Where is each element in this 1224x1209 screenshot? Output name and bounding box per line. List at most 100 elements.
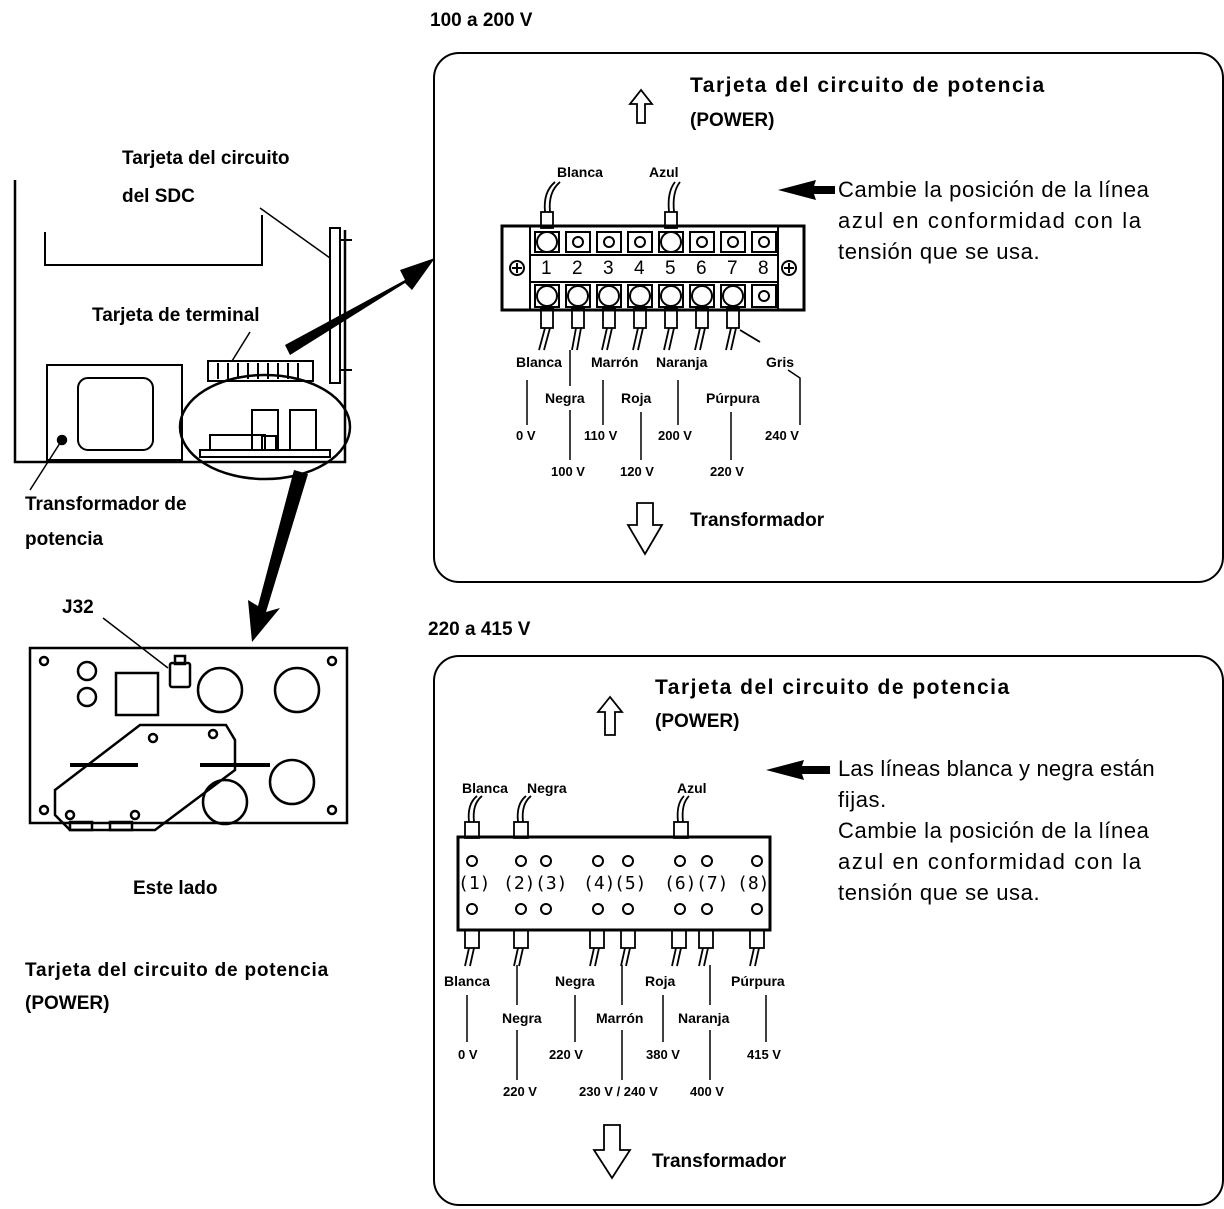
arrow-to-board-detail [248, 470, 308, 642]
up-arrow-icon [596, 695, 624, 736]
voltage-label: 0 V [516, 428, 536, 443]
bottom-wire-label: Púrpura [706, 390, 760, 406]
terminal-number: 4 [634, 258, 645, 279]
voltage-label: 240 V [765, 428, 799, 443]
top-wire-label: Azul [649, 164, 679, 180]
terminal-number: (1) [458, 873, 491, 894]
bottom-wire-label: Roja [621, 390, 652, 406]
top-wire-label: Blanca [557, 164, 603, 180]
panel-top-heading: 100 a 200 V [430, 10, 533, 31]
sdc-card-label-1: Tarjeta del circuito [122, 148, 290, 169]
sdc-leader [259, 207, 331, 259]
terminal-number: 6 [696, 258, 707, 279]
panel-bottom-heading: 220 a 415 V [428, 619, 531, 640]
terminal-leader [231, 331, 251, 362]
panel-bottom-transformer: Transformador [652, 1151, 787, 1172]
bottom-wire-label: Naranja [656, 354, 708, 370]
transformer-label-1: Transformador de [25, 494, 187, 515]
terminal-block-small [207, 360, 314, 382]
terminal-number: (8) [737, 873, 770, 894]
top-wire-label: Blanca [462, 780, 508, 796]
panel-top-note-1: Cambie la posición de la línea [838, 177, 1150, 202]
bottom-wire-label: Gris [766, 354, 795, 370]
panel-top-note-2: azul en conformidad con la [838, 208, 1143, 233]
terminal-number: 1 [541, 258, 552, 279]
terminal-block-220v [456, 835, 772, 932]
top-wire-label: Negra [527, 780, 567, 796]
terminal-number: 8 [758, 258, 769, 279]
voltage-label: 0 V [458, 1047, 478, 1062]
este-lado-label: Este lado [133, 878, 218, 899]
cabinet-outline [13, 180, 347, 464]
voltage-label: 110 V [584, 428, 618, 443]
down-arrow-icon [626, 502, 664, 556]
down-arrow-icon [592, 1124, 632, 1180]
panel-bottom-card-title-2: (POWER) [655, 711, 740, 732]
terminal-number: (5) [614, 873, 647, 894]
j32-label: J32 [62, 597, 94, 618]
voltage-label: 400 V [690, 1084, 724, 1099]
terminal-number: 7 [727, 258, 738, 279]
bottom-wire-label: Naranja [678, 1010, 730, 1026]
terminal-number: (4) [583, 873, 616, 894]
transformer-label-2: potencia [25, 529, 104, 550]
sdc-board [329, 227, 341, 384]
power-board-ellipse [178, 373, 352, 481]
panel-top-card-title-2: (POWER) [690, 110, 775, 131]
panel-top-card-title-1: Tarjeta del circuito de potencia [690, 74, 1046, 97]
panel-bottom-card-title-1: Tarjeta del circuito de potencia [655, 676, 1011, 699]
voltage-label: 220 V [503, 1084, 537, 1099]
panel-bottom-note-4: azul en conformidad con la [838, 849, 1143, 874]
cabinet-inner-box [44, 215, 263, 266]
voltage-label: 230 V / 240 V [579, 1084, 658, 1099]
bottom-wire-label: Negra [502, 1010, 542, 1026]
note-pointer-arrow [778, 180, 835, 200]
voltage-label: 200 V [658, 428, 692, 443]
terminal-number: (6) [664, 873, 697, 894]
bottom-wire-label: Blanca [516, 354, 562, 370]
up-arrow-icon [628, 88, 654, 124]
terminal-block-100v [500, 224, 806, 312]
transformer-leader [29, 439, 63, 491]
arrow-to-100v-panel [285, 258, 435, 355]
bottom-wire-label: Roja [645, 973, 676, 989]
voltage-label: 220 V [549, 1047, 583, 1062]
j32-leader [102, 617, 169, 669]
bottom-wire-label: Púrpura [731, 973, 785, 989]
bottom-wire-label: Negra [545, 390, 585, 406]
panel-100-200v [433, 52, 1224, 583]
panel-bottom-note-1: Las líneas blanca y negra están [838, 756, 1155, 781]
panel-top-transformer: Transformador [690, 510, 825, 531]
panel-bottom-note-3: Cambie la posición de la línea [838, 818, 1150, 843]
panel-bottom-note-2: fijas. [838, 787, 887, 812]
bottom-wire-label: Marrón [596, 1010, 644, 1026]
panel-top-note-3: tensión que se usa. [838, 239, 1041, 264]
voltage-label: 100 V [551, 464, 585, 479]
note-pointer-arrow [766, 760, 830, 780]
terminal-number: (3) [535, 873, 568, 894]
top-wire-label: Azul [677, 780, 707, 796]
board-bracket [53, 723, 237, 832]
terminal-number: 2 [572, 258, 583, 279]
voltage-label: 220 V [710, 464, 744, 479]
power-board-detail [28, 646, 349, 825]
bottom-wire-label: Marrón [591, 354, 639, 370]
voltage-label: 120 V [620, 464, 654, 479]
terminal-number: 3 [603, 258, 614, 279]
power-card-label-2: (POWER) [25, 993, 110, 1014]
sdc-card-label-2: del SDC [122, 186, 195, 207]
voltage-label: 415 V [747, 1047, 781, 1062]
panel-bottom-note-5: tensión que se usa. [838, 880, 1041, 905]
bottom-wire-label: Negra [555, 973, 595, 989]
terminal-card-label: Tarjeta de terminal [92, 305, 260, 326]
bottom-screws [534, 284, 777, 308]
power-card-label-1: Tarjeta del circuito de potencia [25, 960, 329, 981]
voltage-label: 380 V [646, 1047, 680, 1062]
terminal-number: (7) [696, 873, 729, 894]
terminal-number: (2) [503, 873, 536, 894]
terminal-number: 5 [665, 258, 676, 279]
bottom-wire-label: Blanca [444, 973, 490, 989]
